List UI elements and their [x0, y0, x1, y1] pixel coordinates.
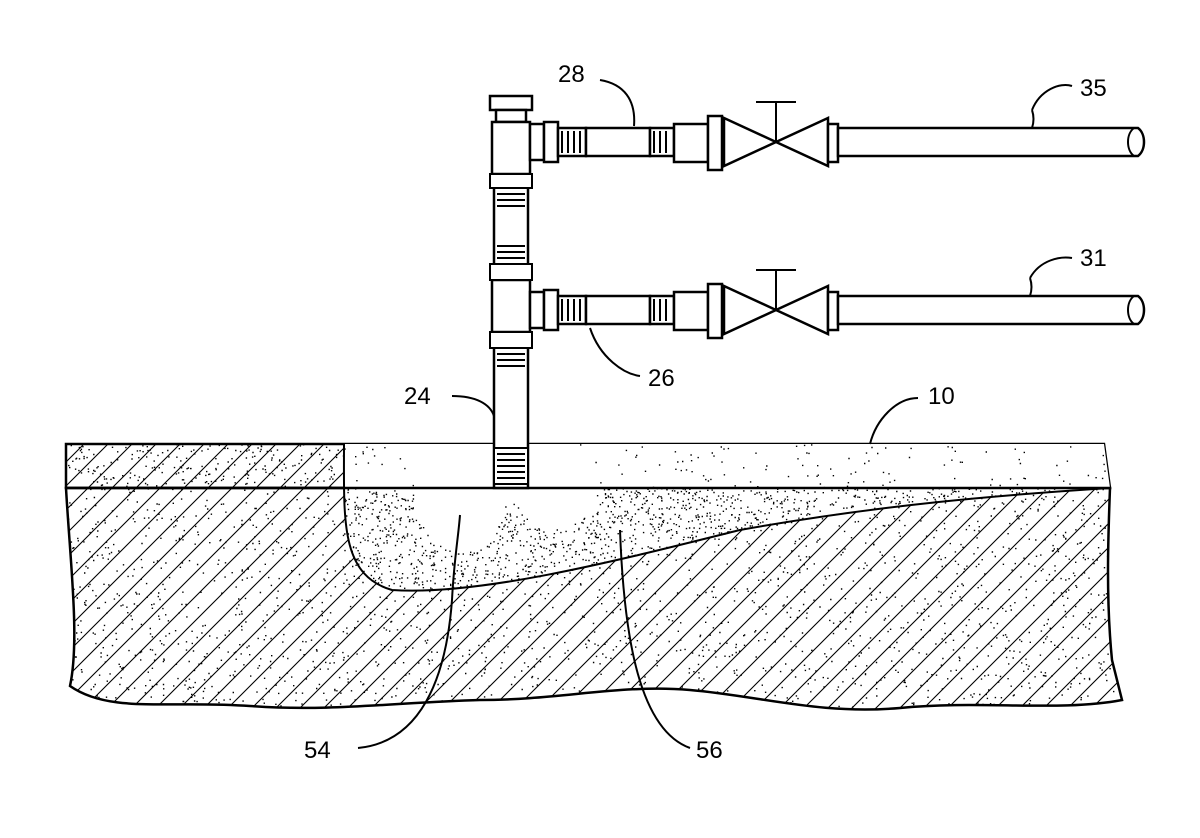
label-56: 56 — [696, 737, 723, 764]
ground-cross-section — [60, 440, 1130, 724]
label-54: 54 — [304, 737, 331, 764]
gate-valve-icon — [724, 270, 828, 334]
label-26: 26 — [648, 365, 675, 392]
label-24: 24 — [404, 383, 431, 410]
gate-valve-icon — [724, 102, 828, 166]
upper-branch — [530, 102, 1144, 170]
pipe-cap — [490, 96, 532, 110]
lower-tee — [492, 280, 530, 332]
label-10: 10 — [928, 383, 955, 410]
label-28: 28 — [558, 61, 585, 88]
piping-assembly — [490, 96, 1144, 488]
lower-branch — [530, 270, 1144, 338]
upper-tee — [492, 122, 530, 174]
label-31: 31 — [1080, 245, 1107, 272]
label-35: 35 — [1080, 75, 1107, 102]
